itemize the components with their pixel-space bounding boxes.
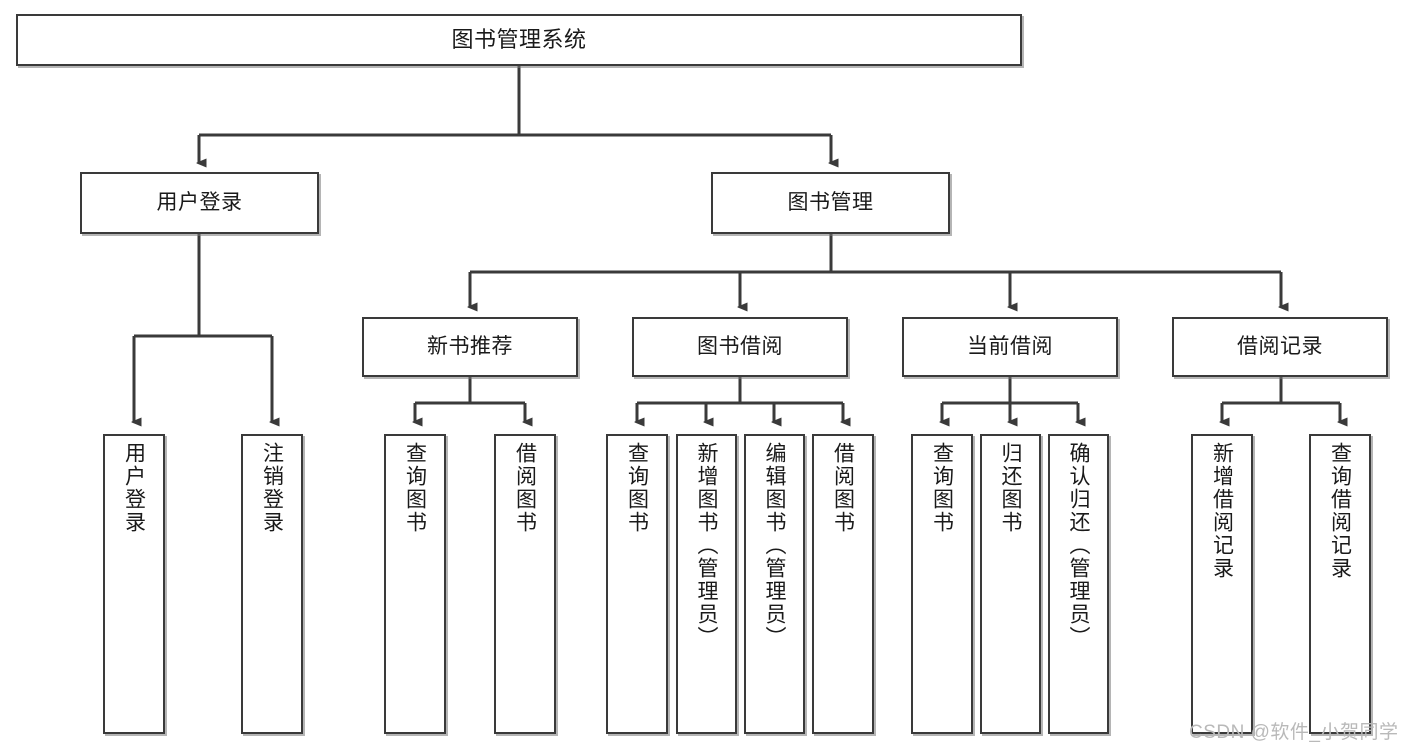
leaf-borrow-edit-book-admin[interactable]: 编辑图书（管理员） — [744, 434, 805, 734]
node-label: 图书管理 — [787, 191, 874, 215]
node-label: 借阅图书 — [513, 442, 537, 534]
node-root-system[interactable]: 图书管理系统 — [16, 14, 1022, 66]
node-label: 新增图书（管理员） — [695, 442, 718, 649]
node-label: 查询图书 — [625, 442, 649, 534]
node-book-management[interactable]: 图书管理 — [711, 172, 950, 234]
node-label: 用户登录 — [122, 442, 146, 534]
leaf-recommend-query-books[interactable]: 查询图书 — [384, 434, 446, 734]
leaf-user-logout[interactable]: 注销登录 — [241, 434, 303, 734]
leaf-record-add-record[interactable]: 新增借阅记录 — [1191, 434, 1253, 734]
node-label: 查询图书 — [403, 442, 427, 534]
node-label: 图书管理系统 — [451, 26, 587, 52]
leaf-user-login[interactable]: 用户登录 — [103, 434, 165, 734]
node-current-borrow[interactable]: 当前借阅 — [902, 317, 1118, 377]
node-label: 新书推荐 — [427, 335, 513, 359]
leaf-borrow-borrow-books[interactable]: 借阅图书 — [812, 434, 874, 734]
leaf-recommend-borrow-books[interactable]: 借阅图书 — [494, 434, 556, 734]
node-label: 新增借阅记录 — [1210, 442, 1234, 580]
node-label: 归还图书 — [999, 442, 1022, 534]
leaf-current-confirm-return-admin[interactable]: 确认归还（管理员） — [1048, 434, 1109, 734]
node-label: 用户登录 — [156, 191, 243, 215]
watermark-text: CSDN @软件_小贺同学 — [1189, 722, 1399, 743]
node-label: 图书借阅 — [697, 335, 783, 359]
node-book-borrow[interactable]: 图书借阅 — [632, 317, 848, 377]
leaf-current-query-books[interactable]: 查询图书 — [911, 434, 973, 734]
node-label: 查询图书 — [930, 442, 954, 534]
node-user-login[interactable]: 用户登录 — [80, 172, 319, 234]
node-label: 确认归还（管理员） — [1067, 442, 1090, 649]
leaf-record-query-record[interactable]: 查询借阅记录 — [1309, 434, 1371, 734]
node-label: 当前借阅 — [967, 335, 1053, 359]
node-new-book-recommend[interactable]: 新书推荐 — [362, 317, 578, 377]
leaf-current-return-books[interactable]: 归还图书 — [980, 434, 1041, 734]
node-borrow-record[interactable]: 借阅记录 — [1172, 317, 1388, 377]
leaf-borrow-query-books[interactable]: 查询图书 — [606, 434, 668, 734]
node-label: 注销登录 — [260, 442, 284, 534]
node-label: 查询借阅记录 — [1328, 442, 1352, 580]
node-label: 编辑图书（管理员） — [763, 442, 786, 649]
node-label: 借阅记录 — [1237, 335, 1323, 359]
node-label: 借阅图书 — [831, 442, 855, 534]
leaf-borrow-add-book-admin[interactable]: 新增图书（管理员） — [676, 434, 737, 734]
